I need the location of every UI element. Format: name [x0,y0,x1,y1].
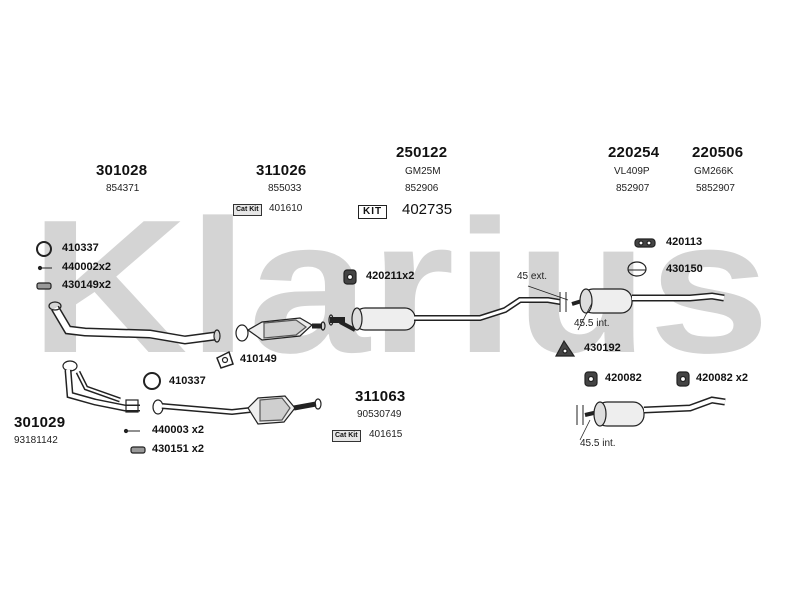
ref-852906: 852906 [405,183,439,194]
part-410337-top: 410337 [62,242,99,254]
part-440003: 440003 x2 [152,424,204,436]
rubber-mount-icon-420082-b [676,371,690,387]
part-code-311063: 311063 [355,388,406,405]
part-430149: 430149x2 [62,279,111,291]
rear-silencer-220506 [576,396,726,441]
front-pipe-301028 [48,301,221,345]
note-45-5-int-bottom: 45.5 int. [580,438,616,449]
gasket-icon-430149 [36,282,52,290]
watermark-text: Klarius [30,181,770,393]
part-430150: 430150 [666,263,703,275]
catkit-401610: 401610 [269,203,303,214]
note-45-5-int-top: 45.5 int. [574,318,610,329]
model-VL409P: VL409P [614,166,650,177]
cat-kit-tag-bottom: Cat Kit [332,430,361,442]
rear-silencer-220254 [527,285,725,331]
catkit-401615: 401615 [369,429,403,440]
part-code-301028: 301028 [96,162,148,179]
note-45-ext: 45 ext. [517,271,548,282]
rubber-mount-icon-420113 [634,238,656,248]
ref-855033: 855033 [268,183,302,194]
kit-tag: KIT [358,205,388,219]
clamp-ring-icon-410337-top [36,241,52,257]
catalyst-311026 [235,317,326,342]
ref-93181142: 93181142 [14,435,58,446]
part-code-220506: 220506 [692,144,744,161]
ref-90530749: 90530749 [357,409,402,420]
part-420113: 420113 [666,236,703,248]
part-code-301029: 301029 [14,414,66,431]
part-420082-a: 420082 [605,372,642,384]
part-440002: 440002x2 [62,261,111,273]
part-420211: 420211x2 [366,270,415,282]
gasket-icon-410149 [216,350,234,369]
front-pipe-301029 [62,360,140,413]
clamp-ring-icon-410337-bottom [143,372,161,390]
part-420082-b: 420082 x2 [696,372,748,384]
bolt-icon-440003 [123,428,140,434]
part-code-250122: 250122 [396,144,448,161]
part-code-220254: 220254 [608,144,660,161]
clamp-icon-430150 [627,261,647,277]
part-410149: 410149 [240,353,277,365]
ref-852907: 852907 [616,183,650,194]
part-410337-bottom: 410337 [169,375,206,387]
gasket-icon-430151 [130,446,146,454]
rubber-mount-icon-420211 [343,269,357,285]
part-430192: 430192 [584,342,621,354]
bolt-icon-440002 [37,265,52,271]
catalyst-311063 [152,395,322,425]
kit-402735: 402735 [402,201,453,218]
ref-854371: 854371 [106,183,140,194]
rubber-mount-icon-430192 [555,339,576,357]
ref-5852907: 5852907 [696,183,735,194]
model-GM266K: GM266K [694,166,734,177]
cat-kit-tag-top: Cat Kit [233,204,262,216]
model-GM25M: GM25M [405,166,441,177]
rubber-mount-icon-420082-a [584,371,598,387]
part-430151: 430151 x2 [152,443,204,455]
centre-silencer-250122 [328,297,561,332]
part-code-311026: 311026 [256,162,307,179]
